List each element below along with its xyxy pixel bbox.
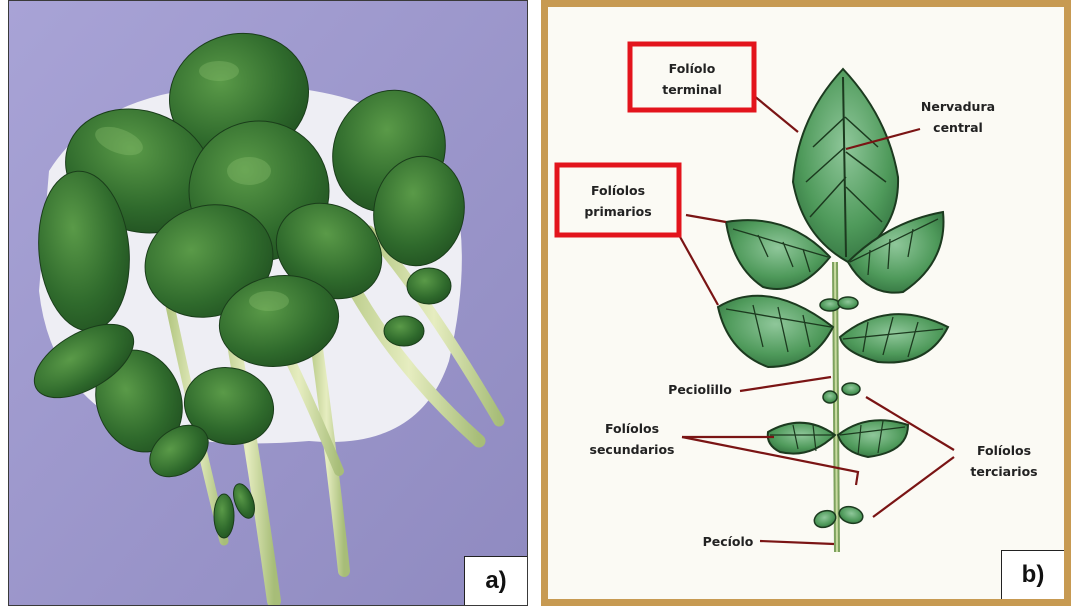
label-peciolillo: Peciolillo [668,382,732,397]
photo-panel: a) [8,0,528,606]
label-secundarios-1: Folíolos [605,421,659,436]
label-nervadura-1: Nervadura [921,99,995,114]
label-primarios-1: Folíolos [591,183,645,198]
spinach-photo [9,1,527,605]
label-secundarios-2: secundarios [590,442,675,457]
label-foliolo-terminal-1: Folíolo [669,61,716,76]
panel-label-b: b) [1001,550,1064,599]
label-peciolo: Pecíolo [703,534,754,549]
label-terciarios-1: Folíolos [977,443,1031,458]
label-terciarios-2: terciarios [970,464,1037,479]
label-nervadura-2: central [933,120,983,135]
label-primarios-2: primarios [584,204,651,219]
label-foliolo-terminal-2: terminal [662,82,722,97]
leaf-diagram: Folíolo terminal Nervadura central Folío… [548,7,1064,599]
diagram-panel: Folíolo terminal Nervadura central Folío… [541,0,1071,606]
panel-label-a: a) [464,556,527,605]
